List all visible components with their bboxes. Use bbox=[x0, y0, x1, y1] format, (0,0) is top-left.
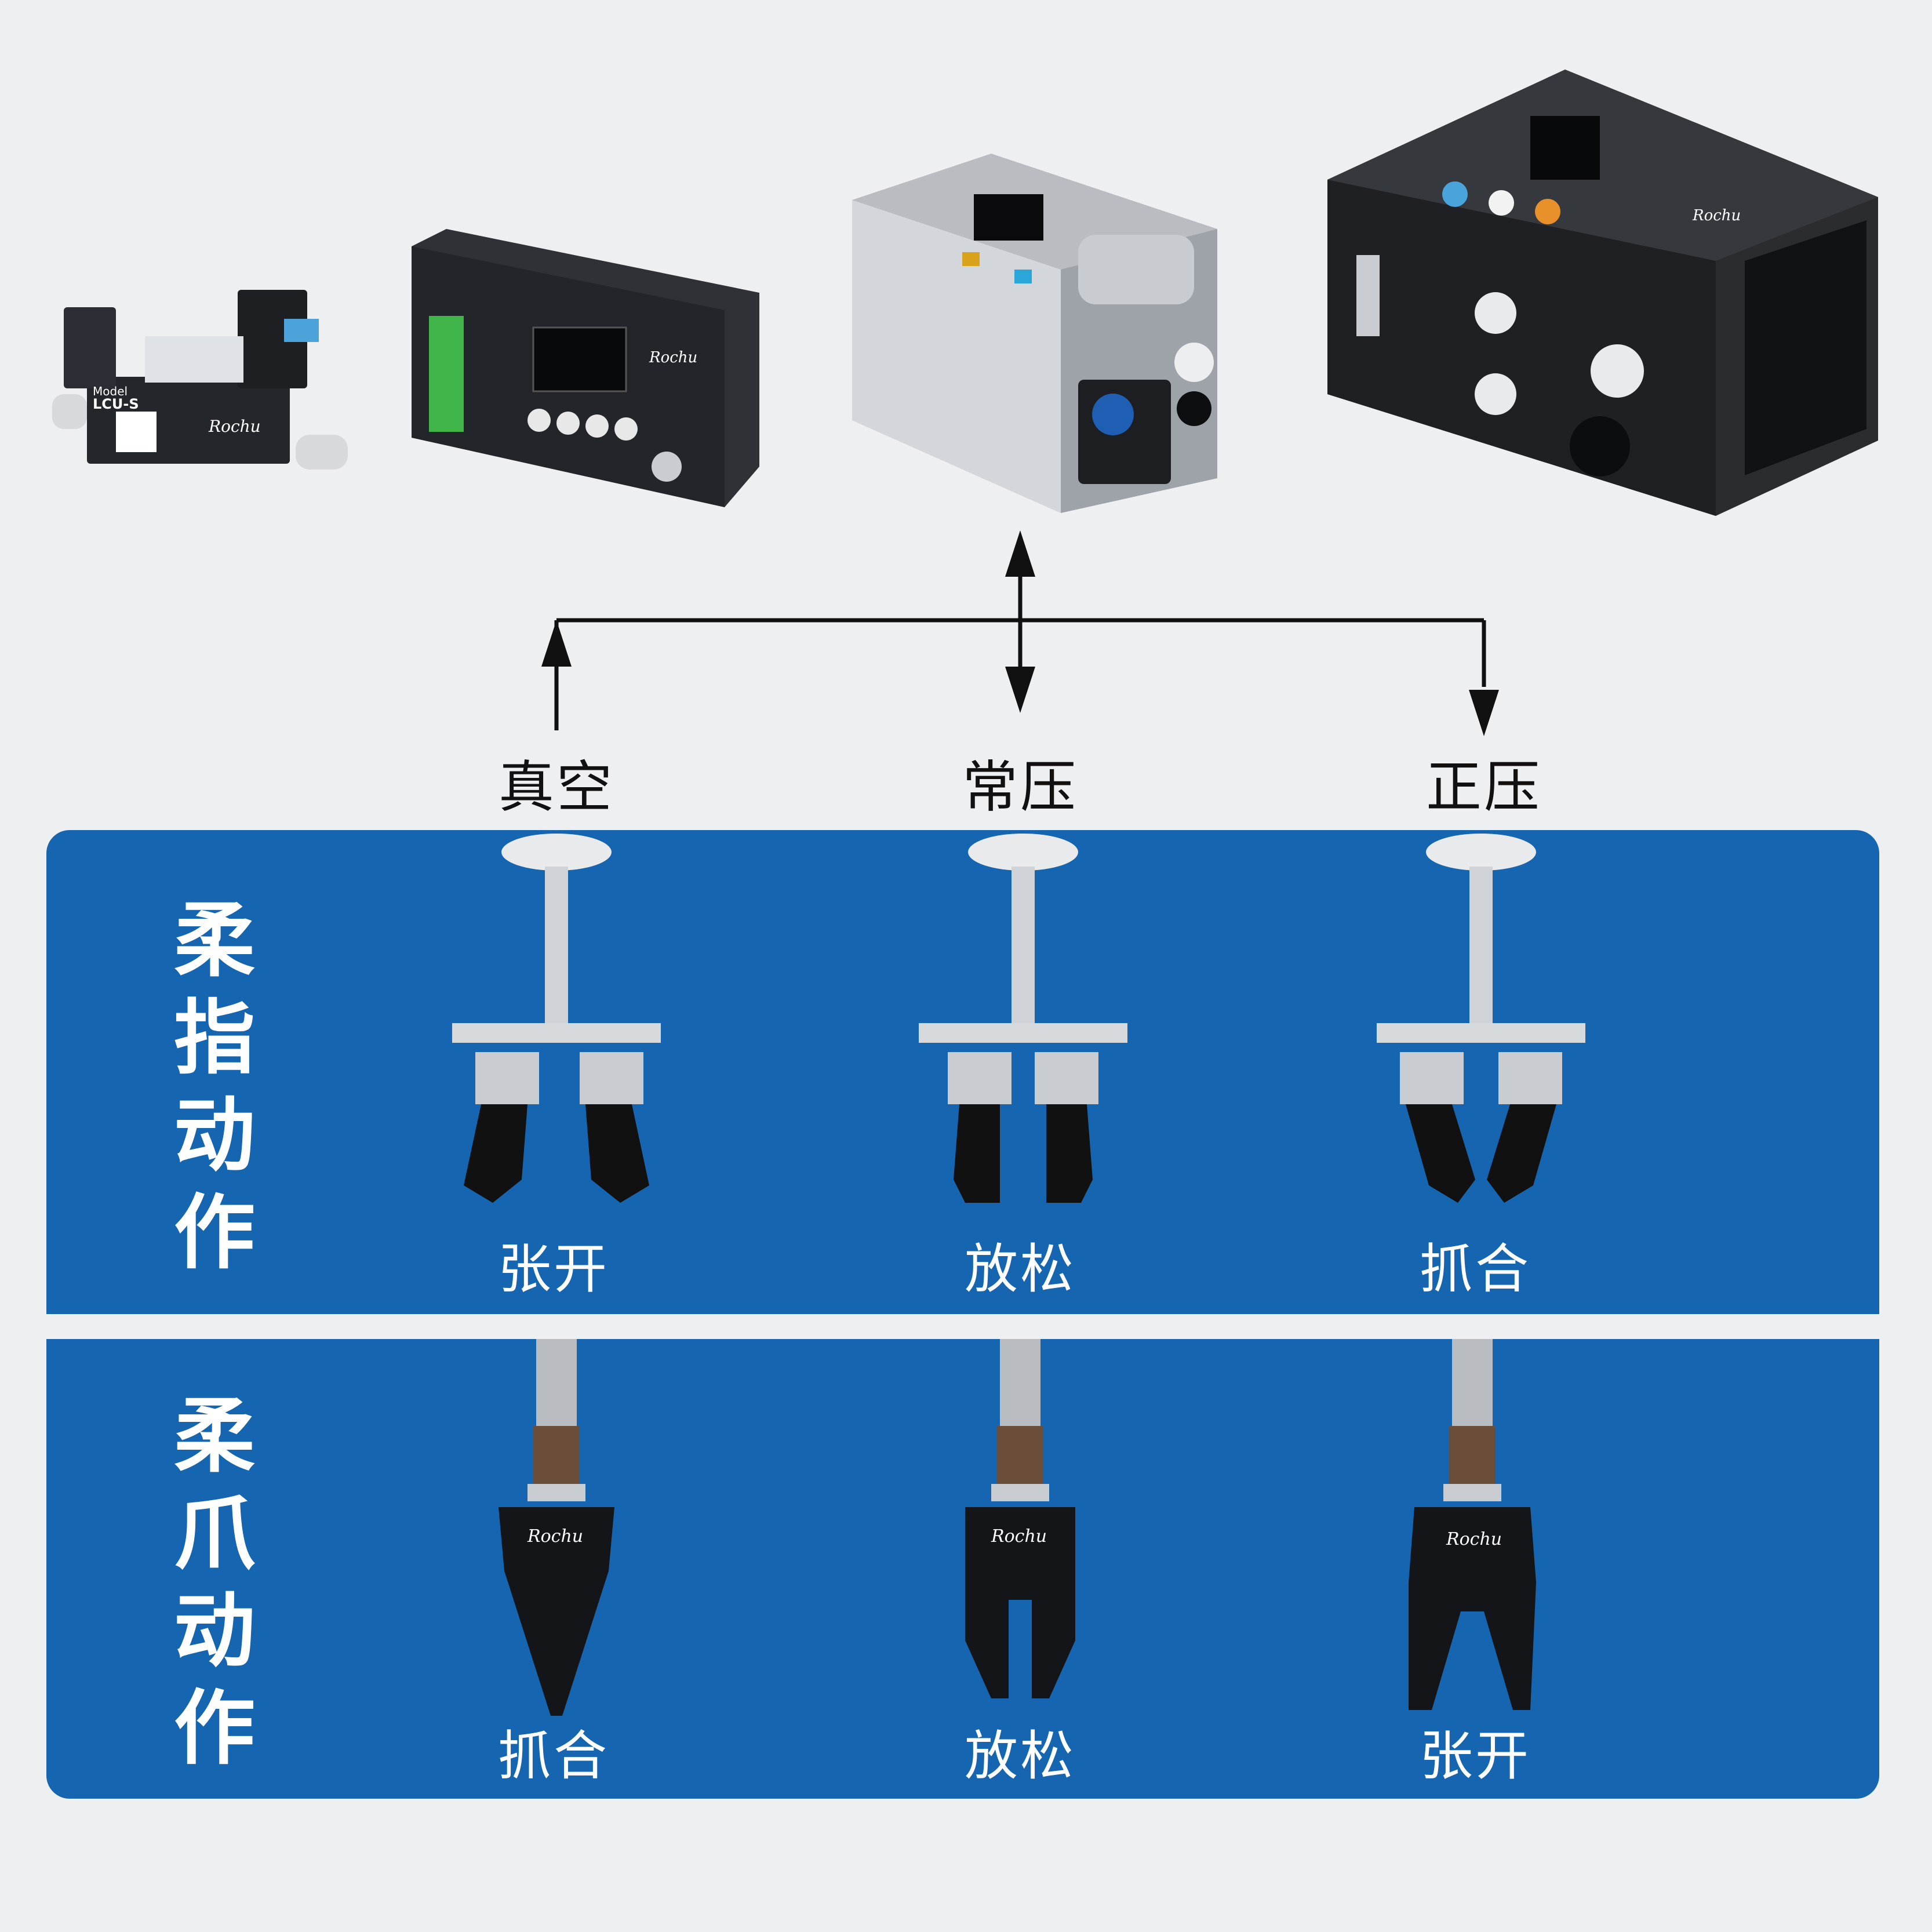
soft-claw-open-image: Rochu bbox=[1409, 1339, 1536, 1710]
soft-finger-relax-image bbox=[919, 834, 1127, 1203]
soft-claw-state-relax: 放松 bbox=[964, 1725, 1076, 1787]
controller-brand-logo: Rochu bbox=[649, 349, 697, 366]
arrow-up-center-icon bbox=[1005, 530, 1035, 577]
compact-controller-device: Rochu bbox=[412, 229, 759, 507]
pressure-label-vacuum: 真空 bbox=[499, 755, 614, 820]
soft-claw-panel bbox=[46, 1339, 1879, 1799]
silver-controller-device bbox=[852, 154, 1217, 513]
soft-finger-state-open: 张开 bbox=[497, 1238, 609, 1300]
solenoid-valve-device: Model LCU-S Rochu bbox=[52, 290, 348, 470]
claw-relax-brand-logo: Rochu bbox=[991, 1526, 1047, 1547]
soft-finger-state-grip: 抓合 bbox=[1419, 1238, 1531, 1300]
valve-name-text: LCU-S bbox=[93, 396, 139, 412]
arrow-down-center-icon bbox=[1005, 667, 1035, 713]
soft-claw-state-grip: 抓合 bbox=[497, 1725, 609, 1787]
pressure-label-atmospheric: 常压 bbox=[962, 755, 1078, 820]
claw-grip-brand-logo: Rochu bbox=[527, 1526, 583, 1547]
soft-finger-grip-image bbox=[1377, 834, 1585, 1203]
large-controller-device: Rochu bbox=[1327, 70, 1878, 516]
large-controller-brand-logo: Rochu bbox=[1692, 207, 1741, 224]
soft-claw-grip-image: Rochu bbox=[499, 1339, 614, 1716]
soft-claw-relax-image: Rochu bbox=[965, 1339, 1075, 1698]
pressure-flow-diagram bbox=[541, 530, 1499, 736]
valve-model-text: Model bbox=[93, 384, 128, 398]
soft-claw-title: 柔 爪 动 作 bbox=[174, 1389, 256, 1776]
arrow-down-positive-icon bbox=[1469, 690, 1499, 736]
pressure-label-positive: 正压 bbox=[1426, 755, 1542, 820]
soft-finger-title: 柔 指 动 作 bbox=[174, 894, 256, 1280]
arrow-up-vacuum-icon bbox=[541, 620, 572, 667]
soft-finger-state-relax: 放松 bbox=[964, 1238, 1076, 1300]
valve-brand-logo: Rochu bbox=[208, 417, 261, 436]
claw-open-brand-logo: Rochu bbox=[1446, 1529, 1502, 1549]
soft-finger-open-image bbox=[452, 834, 661, 1203]
soft-claw-state-open: 张开 bbox=[1419, 1725, 1531, 1787]
